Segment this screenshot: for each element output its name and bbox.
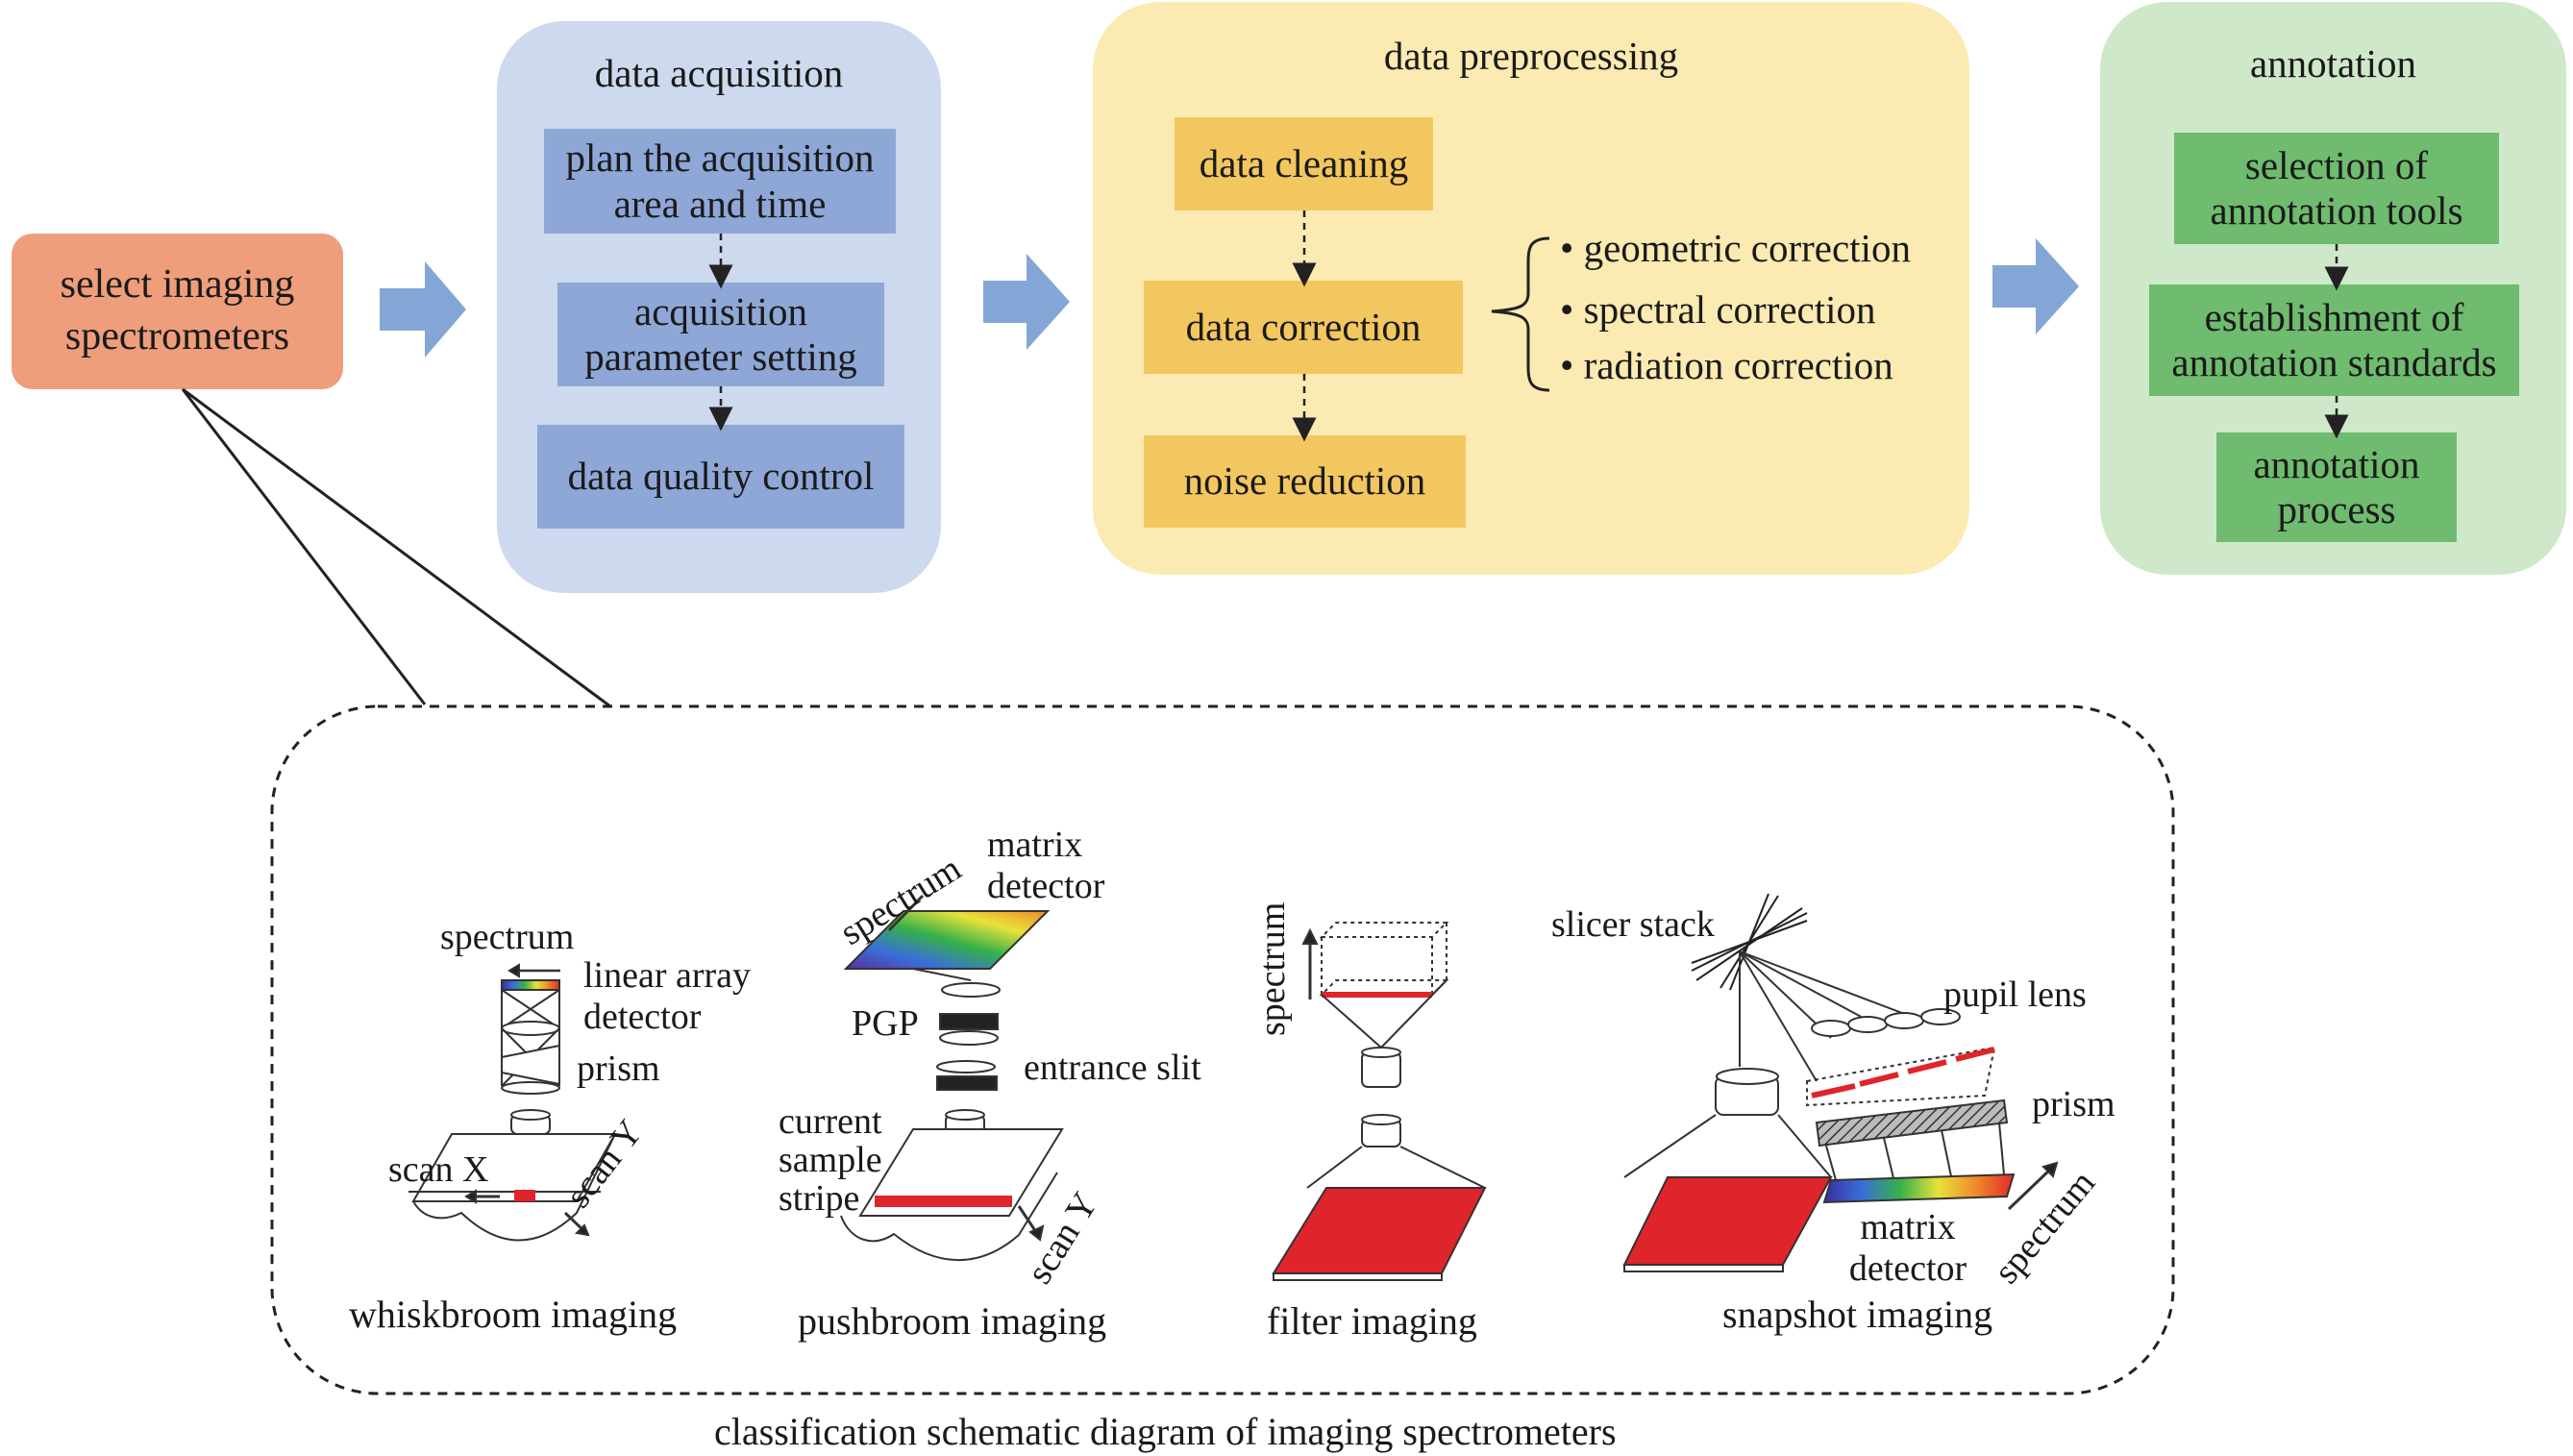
connector-line-left xyxy=(181,388,427,705)
correction-item-spectral: • spectral correction xyxy=(1560,287,1876,332)
whiskbroom-label-detector: linear array detector xyxy=(583,955,814,1037)
pushbroom-label-sample-stripe: current sample stripe xyxy=(779,1101,923,1219)
pushbroom-title: pushbroom imaging xyxy=(798,1299,1107,1343)
filter-label-spectrum: spectrum xyxy=(1252,901,1293,1036)
flow-arrow-3 xyxy=(1992,238,2079,334)
acquisition-step-quality: data quality control xyxy=(537,425,904,529)
select-imaging-spectrometers-box: select imaging spectrometers xyxy=(12,234,343,389)
data-acquisition-title: data acquisition xyxy=(594,51,844,95)
flow-arrow-1 xyxy=(380,261,466,358)
snapshot-label-pupil-lens: pupil lens xyxy=(1943,975,2087,1015)
acquisition-step-plan: plan the acquisition area and time xyxy=(544,129,896,234)
annotation-step-process: annotation process xyxy=(2216,432,2457,542)
snapshot-label-prism: prism xyxy=(2032,1084,2115,1124)
correction-item-radiation: • radiation correction xyxy=(1560,343,1893,387)
correction-geometric-text: geometric correction xyxy=(1583,226,1911,270)
whiskbroom-schematic xyxy=(408,963,617,1242)
filter-schematic xyxy=(1272,922,1487,1281)
pushbroom-schematic xyxy=(840,894,1064,1261)
preprocessing-step-noise: noise reduction xyxy=(1144,435,1466,528)
whiskbroom-label-prism: prism xyxy=(577,1049,660,1089)
correction-brace xyxy=(1491,236,1550,392)
pushbroom-stripe-text: current sample stripe xyxy=(779,1101,882,1219)
correction-radiation-text: radiation correction xyxy=(1583,343,1893,387)
data-preprocessing-title: data preprocessing xyxy=(1383,34,1679,78)
snapshot-matrix-text: matrix detector xyxy=(1848,1207,1967,1289)
flow-arrow-2 xyxy=(983,254,1070,350)
annotation-title: annotation xyxy=(2249,41,2417,86)
acquisition-step-parameter: acquisition parameter setting xyxy=(557,283,884,386)
filter-title: filter imaging xyxy=(1267,1299,1477,1343)
snapshot-label-slicer-stack: slicer stack xyxy=(1551,904,1715,945)
classification-caption: classification schematic diagram of imag… xyxy=(714,1410,1617,1453)
snapshot-schematic xyxy=(1622,893,2059,1272)
correction-item-geometric: • geometric correction xyxy=(1560,226,1911,270)
whiskbroom-title: whiskbroom imaging xyxy=(349,1293,678,1336)
snapshot-label-matrix-detector: matrix detector xyxy=(1826,1207,1990,1289)
step-arrows xyxy=(708,210,2349,442)
preprocessing-step-correction: data correction xyxy=(1144,281,1463,374)
pushbroom-slit-text: entrance slit xyxy=(1024,1048,1201,1088)
whiskbroom-detector-text: linear array detector xyxy=(583,955,752,1037)
snapshot-title: snapshot imaging xyxy=(1722,1293,1993,1336)
pushbroom-label-entrance-slit: entrance slit xyxy=(1024,1048,1206,1089)
pushbroom-label-pgp: PGP xyxy=(852,1003,919,1044)
select-box-label: select imaging spectrometers xyxy=(60,262,295,358)
correction-spectral-text: spectral correction xyxy=(1583,287,1876,332)
annotation-step-tools: selection of annotation tools xyxy=(2174,133,2499,244)
annotation-step-standards: establishment of annotation standards xyxy=(2149,284,2519,396)
connector-line-right xyxy=(182,387,611,708)
preprocessing-step-cleaning: data cleaning xyxy=(1175,117,1433,210)
pushbroom-label-matrix-detector: matrix detector xyxy=(987,825,1179,906)
whiskbroom-label-spectrum: spectrum xyxy=(440,917,575,957)
classification-frame xyxy=(270,704,2175,1395)
whiskbroom-label-scan-x: scan X xyxy=(388,1149,489,1190)
pushbroom-matrix-text: matrix detector xyxy=(987,825,1105,906)
